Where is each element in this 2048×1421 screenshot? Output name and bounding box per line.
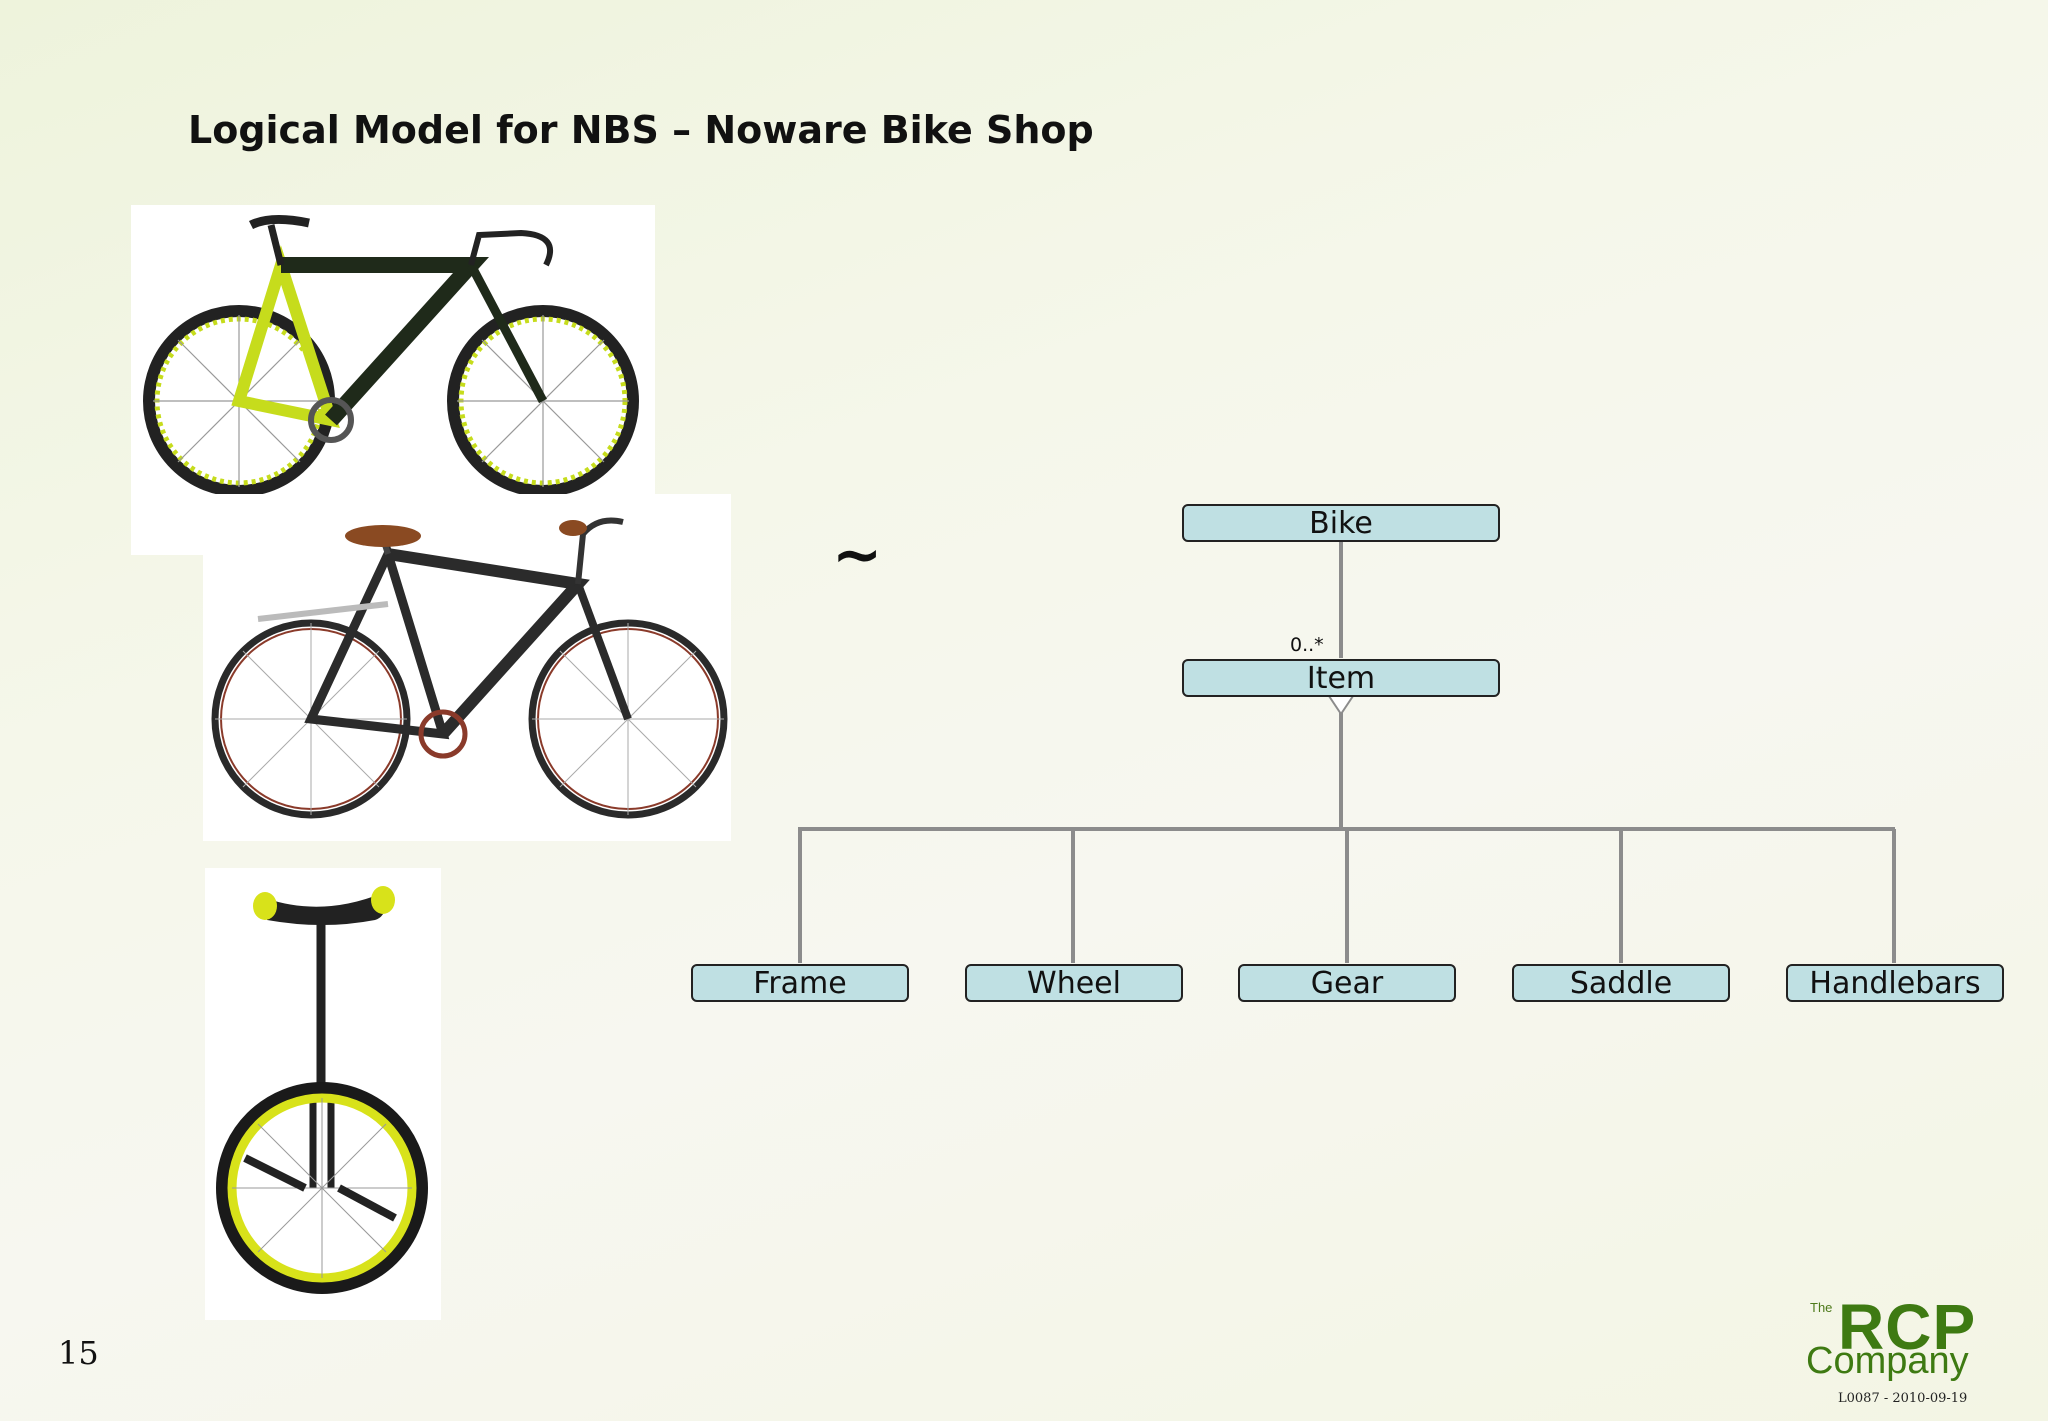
city-bike-photo xyxy=(203,494,731,841)
slide-title: Logical Model for NBS – Noware Bike Shop xyxy=(188,108,1094,152)
logo-rcp: RCP xyxy=(1838,1291,1977,1363)
logo-the: The xyxy=(1810,1300,1833,1315)
bike-class-box: Bike xyxy=(1182,504,1500,542)
unicycle-photo xyxy=(205,868,441,1320)
frame-class-box: Frame xyxy=(691,964,909,1002)
page-number: 15 xyxy=(58,1334,99,1372)
equivalence-symbol: ~ xyxy=(832,520,883,590)
wheel-class-box: Wheel xyxy=(965,964,1183,1002)
gear-class-box: Gear xyxy=(1238,964,1456,1002)
multiplicity-label: 0..* xyxy=(1290,634,1324,656)
logo-company: Company xyxy=(1806,1340,1969,1382)
item-class-box: Item xyxy=(1182,659,1500,697)
saddle-class-box: Saddle xyxy=(1512,964,1730,1002)
handlebars-class-box: Handlebars xyxy=(1786,964,2004,1002)
racing-bike-photo xyxy=(131,205,655,555)
generalization-arrowhead xyxy=(1327,695,1355,716)
footer-code: L0087 - 2010-09-19 xyxy=(1838,1391,1968,1406)
